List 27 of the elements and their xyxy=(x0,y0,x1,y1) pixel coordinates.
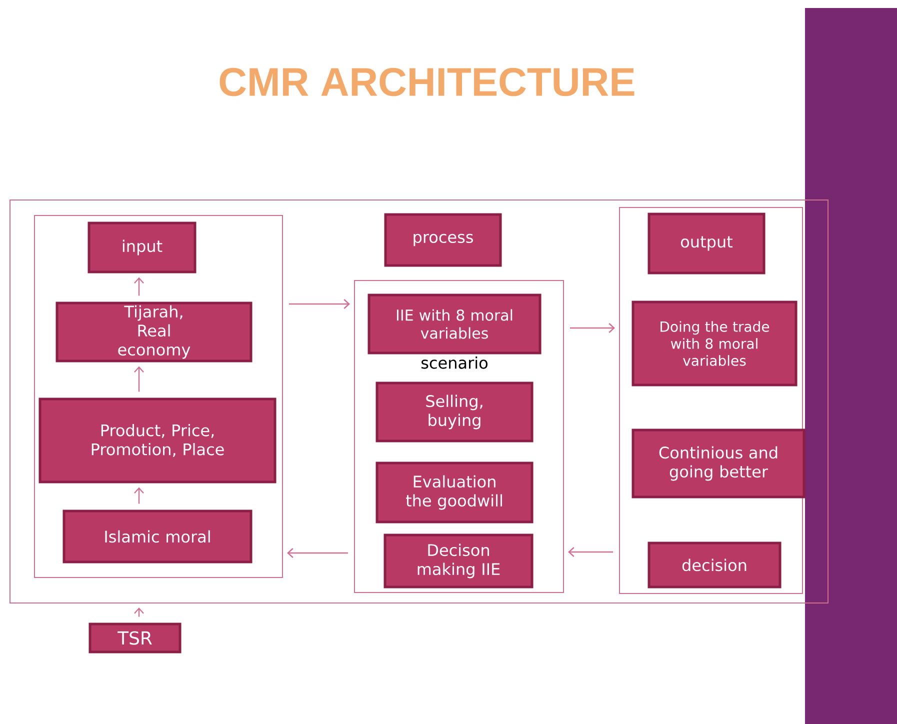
process-box: Selling, buying xyxy=(376,382,534,442)
arrow xyxy=(134,277,144,296)
process-box: input xyxy=(88,222,196,274)
process-box: TSR xyxy=(88,622,182,654)
process-box: decision xyxy=(648,542,782,588)
process-box: Decison making IIE xyxy=(384,534,534,588)
title: CMR ARCHITECTURE xyxy=(220,68,634,96)
arrow xyxy=(570,323,615,333)
process-box: process xyxy=(384,213,502,267)
arrow xyxy=(287,548,348,558)
process-box: Product, Price, Promotion, Place xyxy=(38,398,276,484)
arrow xyxy=(289,299,350,309)
arrow xyxy=(134,366,144,392)
process-box: Doing the trade with 8 moral variables xyxy=(632,300,798,386)
arrow xyxy=(568,547,613,557)
panel-frame xyxy=(10,200,828,604)
process-box: Islamic moral xyxy=(62,510,252,564)
panel-frame xyxy=(34,215,283,578)
process-box: Tijarah, Real economy xyxy=(56,302,252,362)
process-box: output xyxy=(648,212,766,274)
panel-frame xyxy=(354,280,564,593)
panel-frame xyxy=(619,207,803,594)
process-box: Evaluation the goodwill xyxy=(376,462,534,524)
process-box: IIE with 8 moral variables xyxy=(368,294,542,354)
arrow xyxy=(134,487,144,504)
caption-text: scenario xyxy=(422,356,488,369)
process-box: Continious and going better xyxy=(632,428,806,498)
